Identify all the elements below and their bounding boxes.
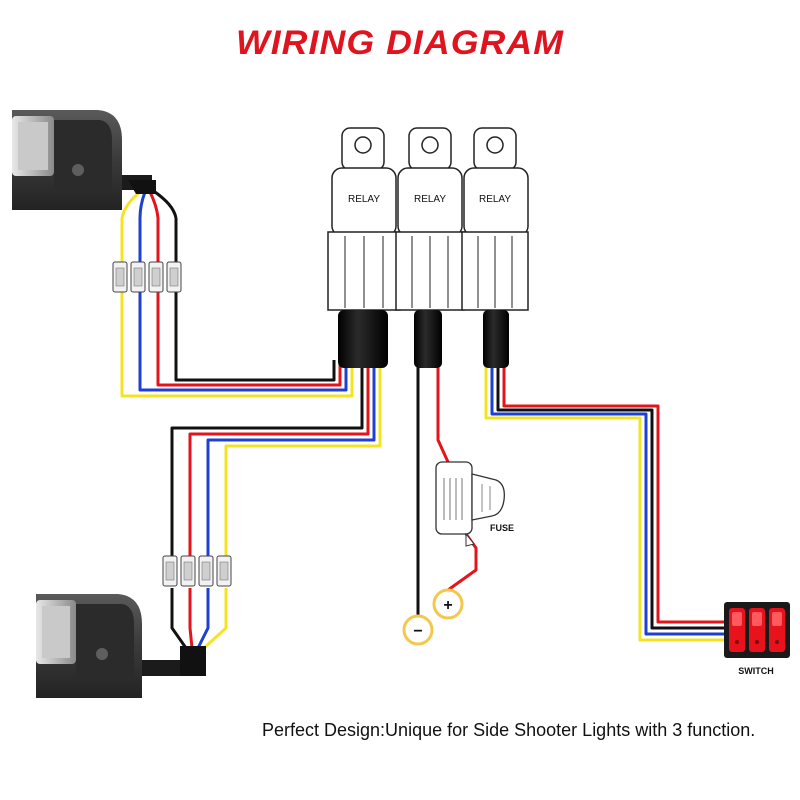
connector — [148, 261, 164, 293]
relay-label: RELAY — [479, 194, 511, 205]
rocker-switch[interactable] — [749, 608, 765, 652]
relay-sleeves — [338, 310, 509, 368]
fuse-holder: FUSE — [435, 461, 514, 547]
connector-set-top — [112, 261, 182, 293]
relay-1: RELAY — [327, 127, 401, 311]
connector — [162, 555, 178, 587]
connector — [166, 261, 182, 293]
relay-3: RELAY — [461, 127, 529, 311]
connector — [112, 261, 128, 293]
battery-terminal-positive: + — [432, 588, 464, 620]
wire-bundle-top-lamp — [120, 218, 354, 398]
diagram-title: WIRING DIAGRAM — [235, 24, 565, 62]
connector — [216, 555, 232, 587]
side-shooter-light-top — [12, 110, 156, 210]
rocker-switch[interactable] — [729, 608, 745, 652]
switch-panel: SWITCH — [724, 602, 790, 676]
relay-label: RELAY — [348, 194, 380, 205]
wire-bundle-switch — [484, 366, 724, 642]
connector-set-bottom — [162, 555, 232, 587]
battery-terminal-negative: − — [402, 614, 434, 646]
fuse-label: FUSE — [490, 523, 514, 533]
wire-fan-top-lamp — [120, 190, 178, 219]
caption: Perfect Design:Unique for Side Shooter L… — [262, 720, 756, 740]
wire-bundle-bottom-lamp — [170, 366, 382, 650]
relay-2: RELAY — [395, 127, 465, 311]
switch-label: SWITCH — [738, 666, 774, 676]
side-shooter-light-bottom — [36, 594, 206, 698]
connector — [180, 555, 196, 587]
rocker-switch[interactable] — [769, 608, 785, 652]
connector — [198, 555, 214, 587]
positive-symbol: + — [443, 597, 452, 614]
connector — [130, 261, 146, 293]
negative-symbol: − — [413, 623, 422, 640]
relay-label: RELAY — [414, 194, 446, 205]
